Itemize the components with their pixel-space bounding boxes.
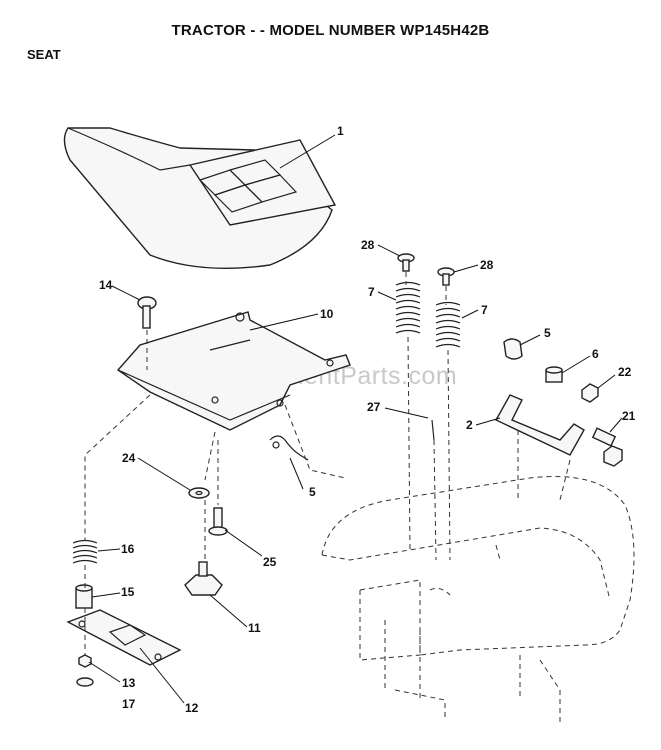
callout-17: 17: [122, 697, 136, 711]
flat-washer-part: [188, 487, 210, 499]
callout-10: 10: [320, 307, 334, 321]
section-label: SEAT: [27, 47, 61, 62]
seat-part: [63, 127, 337, 270]
callout-11: 11: [248, 621, 261, 635]
spring-small-part: [72, 539, 98, 564]
callout-7-left: 7: [368, 285, 375, 299]
page-title: TRACTOR - - MODEL NUMBER WP145H42B: [171, 22, 490, 39]
pin-part: [431, 419, 435, 441]
callout-5-right: 5: [544, 326, 551, 340]
lock-nut-part: [581, 383, 599, 403]
tractor-frame-outline: [321, 476, 635, 725]
shoulder-screw-left-part: [397, 253, 415, 272]
carriage-bolt-part: [137, 296, 157, 329]
callout-24: 24: [122, 451, 136, 465]
assembly-lines: [84, 272, 571, 655]
adjustment-knob-part: [184, 561, 223, 596]
seat-bracket-part: [495, 394, 585, 456]
clip-left-part: [269, 435, 309, 461]
spring-left-part: [395, 281, 421, 334]
callout-1: 1: [337, 124, 344, 138]
callout-25: 25: [263, 555, 277, 569]
washer-part: [76, 677, 94, 687]
callout-14: 14: [99, 278, 113, 292]
callout-5-left: 5: [309, 485, 316, 499]
callout-28-right: 28: [480, 258, 494, 272]
callout-13: 13: [122, 676, 136, 690]
seat-pan-part: [116, 311, 351, 431]
callout-27: 27: [367, 400, 381, 414]
callout-28-left: 28: [361, 238, 375, 252]
spring-right-part: [435, 301, 461, 348]
shoulder-bolt-part: [208, 507, 228, 536]
callout-6: 6: [592, 347, 599, 361]
callout-15: 15: [121, 585, 135, 599]
shoulder-screw-right-part: [437, 267, 455, 286]
callout-16: 16: [121, 542, 135, 556]
seat-adjust-plate-part: [66, 609, 182, 666]
callout-21: 21: [622, 409, 636, 423]
clip-right-part: [503, 338, 523, 360]
hex-bolt-part: [591, 427, 623, 467]
callout-12: 12: [185, 701, 199, 715]
leader-lines: [88, 134, 623, 704]
callout-7-right: 7: [481, 303, 488, 317]
spacer-part: [75, 584, 93, 609]
hex-nut-part: [78, 654, 92, 668]
callout-2: 2: [466, 418, 473, 432]
callout-22: 22: [618, 365, 632, 379]
bushing-part: [545, 366, 563, 383]
